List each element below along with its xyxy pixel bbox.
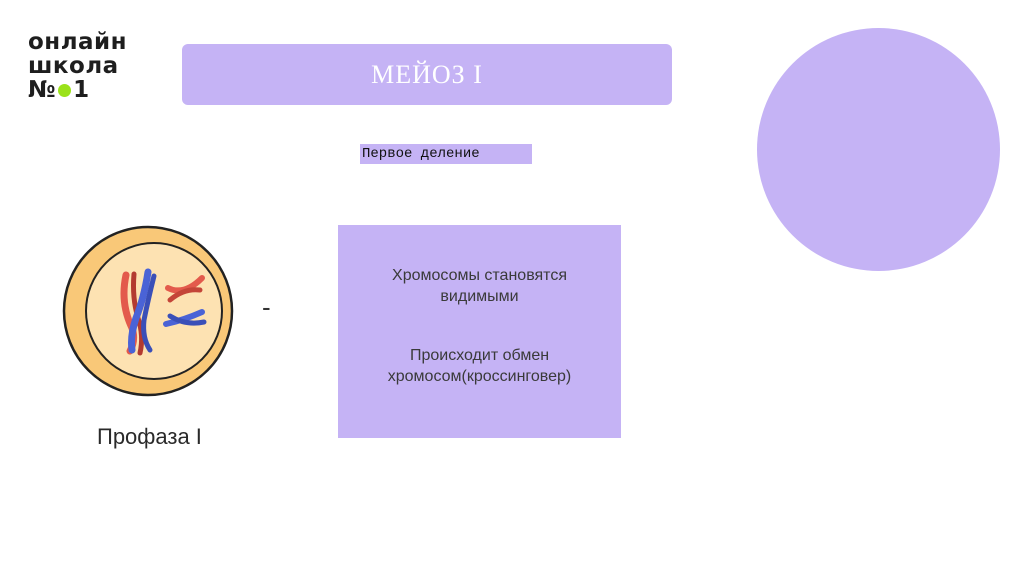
phase-label: Профаза I [97,424,202,450]
logo-line-1: онлайн [28,30,158,54]
logo-line-2: школа [28,54,158,78]
logo-numero: № [28,78,56,102]
school-logo: онлайн школа № 1 [28,30,158,102]
info-item-chromosomes-visible: Хромосомы становятся видимыми [338,265,621,307]
info-item-crossing-over: Происходит обмен хромосом(кроссинговер) [338,345,621,387]
connector-dash: - [262,292,271,323]
logo-green-dot-icon [58,84,71,97]
page-title: МЕЙОЗ I [371,60,483,90]
prophase-cell-illustration [60,208,238,414]
subtitle: Первое деление [360,144,532,164]
title-banner: МЕЙОЗ I [182,44,672,105]
logo-number: 1 [73,78,90,102]
decorative-circle [757,28,1000,271]
logo-line-3: № 1 [28,78,158,102]
info-box: Хромосомы становятся видимыми Происходит… [338,225,621,438]
